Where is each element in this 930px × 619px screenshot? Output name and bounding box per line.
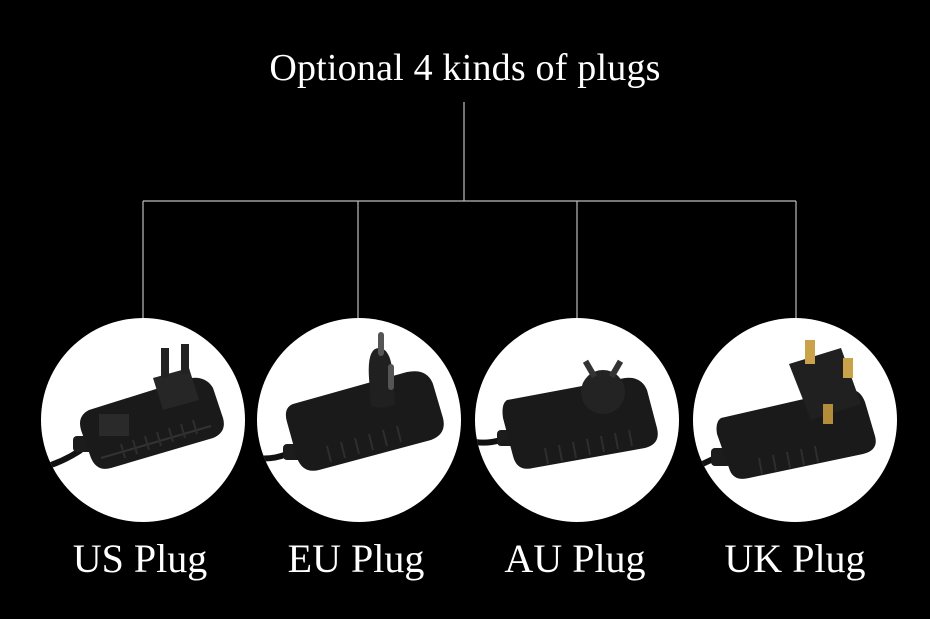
au-plug-label: AU Plug bbox=[504, 536, 646, 581]
page-title: Optional 4 kinds of plugs bbox=[269, 47, 661, 89]
us-plug-image bbox=[41, 318, 245, 522]
eu-plug-label: EU Plug bbox=[287, 536, 425, 581]
au-plug-image bbox=[475, 318, 679, 522]
us-plug-label: US Plug bbox=[72, 536, 208, 581]
us-plug-adapter-icon bbox=[41, 344, 224, 471]
uk-plug-adapter-icon bbox=[693, 340, 876, 479]
uk-plug-label: UK Plug bbox=[724, 536, 866, 581]
eu-plug-adapter-icon bbox=[257, 332, 444, 471]
uk-plug-image bbox=[693, 318, 897, 522]
eu-plug-image bbox=[257, 318, 461, 522]
au-plug-adapter-icon bbox=[475, 359, 658, 469]
